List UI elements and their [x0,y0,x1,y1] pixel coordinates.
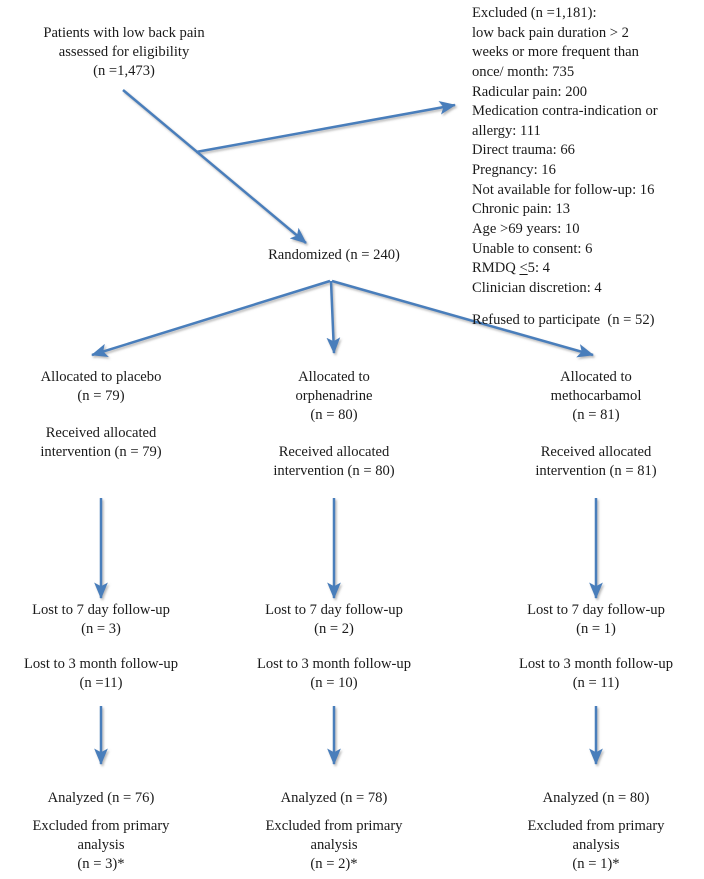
excluded-reason-clinician-discretion: Clinician discretion: 4 [472,279,602,296]
arrow-assessed-to-randomized [122,89,307,244]
arrow-randomized-to-placebo [91,279,331,357]
arrow-assessed-to-excluded [195,101,456,154]
excluded-reason-age: Age >69 years: 10 [472,220,580,237]
node-excluded-primary-methocarbamol: Excluded from primary analysis (n = 1)* [527,818,665,872]
excluded-reason-rmdq: RMDQ <5: 4 [472,259,700,279]
node-allocated-placebo: Allocated to placebo (n = 79) [40,369,162,404]
node-lost-7day-placebo: Lost to 7 day follow-up (n = 3) [32,602,170,637]
excluded-rmdq-prefix: RMDQ [472,260,520,277]
node-analyzed-placebo: Analyzed (n = 76) [47,790,155,806]
node-lost-3month-placebo: Lost to 3 month follow-up (n =11) [23,656,179,691]
node-lost-3month-orphenadrine: Lost to 3 month follow-up (n = 10) [256,656,412,691]
excluded-rmdq-suffix: 5: 4 [527,260,550,277]
excluded-reason-duration: low back pain duration > 2 weeks or more… [472,24,639,80]
node-randomized: Randomized (n = 240) [268,247,400,263]
excluded-spacer [472,298,700,311]
node-lost-3month-methocarbamol: Lost to 3 month follow-up (n = 11) [518,656,674,691]
node-lost-7day-methocarbamol: Lost to 7 day follow-up (n = 1) [527,602,665,637]
node-received-methocarbamol: Received allocated intervention (n = 81) [535,444,657,479]
less-than-or-equal-icon: < [519,260,528,277]
excluded-reason-chronic-pain: Chronic pain: 13 [472,201,571,218]
node-received-orphenadrine: Received allocated intervention (n = 80) [273,444,395,479]
refused-to-participate: Refused to participate (n = 52) [472,312,655,329]
excluded-reason-unable-to-consent: Unable to consent: 6 [472,240,593,257]
excluded-heading: Excluded (n =1,181): [472,5,597,21]
excluded-reason-radicular-pain: Radicular pain: 200 [472,83,588,100]
node-allocated-methocarbamol: Allocated to methocarbamol (n = 81) [550,369,642,423]
node-analyzed-orphenadrine: Analyzed (n = 78) [280,790,388,806]
excluded-reasons-box: Excluded (n =1,181): low back pain durat… [472,4,700,331]
excluded-reason-pregnancy: Pregnancy: 16 [472,162,556,178]
excluded-reason-direct-trauma: Direct trauma: 66 [472,142,575,159]
node-excluded-primary-placebo: Excluded from primary analysis (n = 3)* [32,818,170,872]
node-excluded-primary-orphenadrine: Excluded from primary analysis (n = 2)* [265,818,403,872]
node-analyzed-methocarbamol: Analyzed (n = 80) [542,790,650,806]
node-lost-7day-orphenadrine: Lost to 7 day follow-up (n = 2) [265,602,403,637]
node-received-placebo: Received allocated intervention (n = 79) [40,425,162,460]
node-allocated-orphenadrine: Allocated to orphenadrine (n = 80) [295,369,373,423]
excluded-reason-medication-contraindication: Medication contra-indication or allergy:… [472,103,658,139]
arrow-randomized-to-orphenadrine [326,280,341,354]
node-assessed-for-eligibility: Patients with low back pain assessed for… [43,25,205,79]
excluded-reason-not-available-followup: Not available for follow-up: 16 [472,181,655,198]
